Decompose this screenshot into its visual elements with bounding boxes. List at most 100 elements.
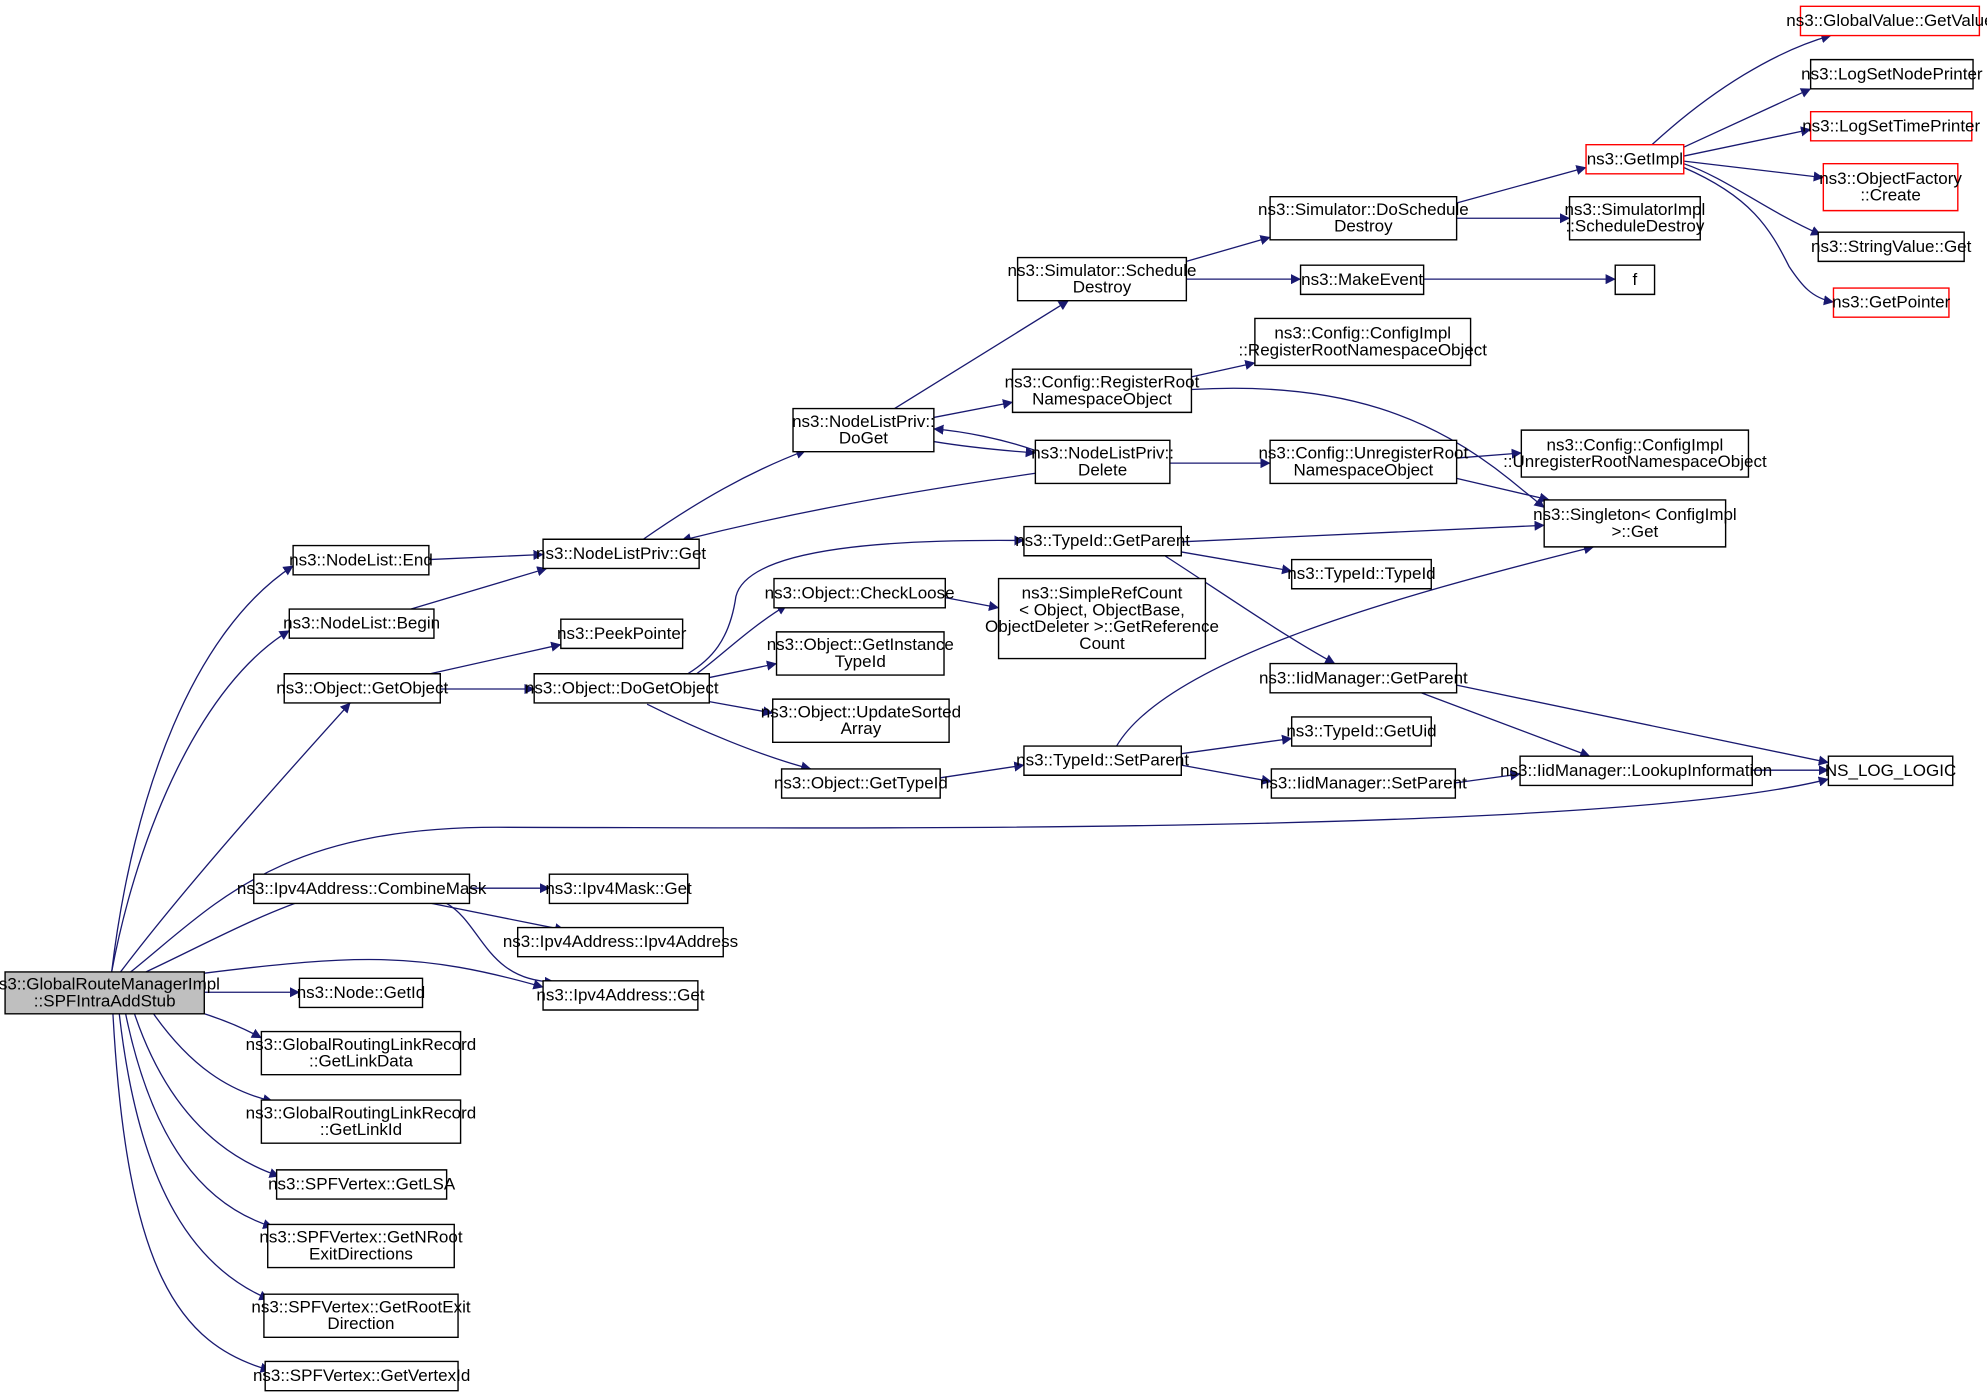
node-root[interactable]: ns3::GlobalRouteManagerImpl::SPFIntraAdd…: [0, 972, 220, 1014]
node-ipv4_get[interactable]: ns3::Ipv4Address::Get: [536, 981, 705, 1010]
node-box[interactable]: [261, 1032, 460, 1075]
node-spf_getvertexid[interactable]: ns3::SPFVertex::GetVertexId: [253, 1361, 470, 1390]
node-box[interactable]: [264, 1294, 458, 1337]
node-box[interactable]: [254, 874, 470, 903]
node-box[interactable]: [543, 539, 699, 568]
node-ipv4_combinemask[interactable]: ns3::Ipv4Address::CombineMask: [237, 874, 487, 903]
node-box[interactable]: [549, 874, 687, 903]
node-obj_gettypeid[interactable]: ns3::Object::GetTypeId: [774, 769, 948, 798]
node-logsetnodeprinter[interactable]: ns3::LogSetNodePrinter: [1801, 60, 1983, 89]
node-box[interactable]: [543, 981, 698, 1010]
node-singleton_get[interactable]: ns3::Singleton< ConfigImpl >::Get: [1533, 500, 1737, 547]
node-makeevent[interactable]: ns3::MakeEvent: [1301, 265, 1424, 294]
node-box[interactable]: [261, 1100, 460, 1143]
node-box[interactable]: [265, 1361, 458, 1390]
node-box[interactable]: [1013, 369, 1192, 412]
node-box[interactable]: [293, 546, 429, 575]
node-box[interactable]: [1024, 527, 1181, 556]
node-box[interactable]: [518, 928, 724, 957]
node-cfg_register[interactable]: ns3::Config::RegisterRootNamespaceObject: [1005, 369, 1200, 412]
node-box[interactable]: [1301, 265, 1424, 294]
node-box[interactable]: [1018, 258, 1187, 301]
node-box[interactable]: [1828, 756, 1952, 785]
node-box[interactable]: [1615, 265, 1654, 294]
node-nlp_doget[interactable]: ns3::NodeListPriv::DoGet: [792, 409, 935, 452]
node-box[interactable]: [999, 579, 1206, 659]
node-obj_checkloose[interactable]: ns3::Object::CheckLoose: [765, 579, 955, 608]
node-box[interactable]: [284, 674, 440, 703]
node-box[interactable]: [289, 609, 434, 638]
node-box[interactable]: [5, 972, 204, 1014]
node-sim_schedule[interactable]: ns3::Simulator::ScheduleDestroy: [1007, 258, 1196, 301]
node-box[interactable]: [1800, 6, 1979, 35]
node-box[interactable]: [1833, 288, 1948, 317]
node-box[interactable]: [534, 674, 709, 703]
node-box[interactable]: [1035, 440, 1169, 483]
node-box[interactable]: [1271, 769, 1455, 798]
node-box[interactable]: [1520, 756, 1752, 785]
node-box[interactable]: [774, 579, 945, 608]
node-ipv4_ctor[interactable]: ns3::Ipv4Address::Ipv4Address: [503, 928, 738, 957]
node-obj_dogetobject[interactable]: ns3::Object::DoGetObject: [525, 674, 719, 703]
node-stringvalue_get[interactable]: ns3::StringValue::Get: [1811, 232, 1972, 261]
node-typeid_getuid[interactable]: ns3::TypeId::GetUid: [1286, 717, 1437, 746]
node-box[interactable]: [1270, 664, 1457, 693]
node-simimpl_scheddestroy[interactable]: ns3::SimulatorImpl::ScheduleDestroy: [1565, 197, 1706, 240]
node-getpointer[interactable]: ns3::GetPointer: [1832, 288, 1951, 317]
node-spf_getlsa[interactable]: ns3::SPFVertex::GetLSA: [268, 1170, 456, 1199]
node-box[interactable]: [561, 619, 683, 648]
node-box[interactable]: [777, 632, 944, 675]
node-ns_log_logic[interactable]: NS_LOG_LOGIC: [1825, 756, 1956, 785]
node-cfg_unregister[interactable]: ns3::Config::UnregisterRootNamespaceObje…: [1258, 440, 1469, 483]
node-iid_lookup[interactable]: ns3::IidManager::LookupInformation: [1500, 756, 1772, 785]
node-obj_getobject[interactable]: ns3::Object::GetObject: [276, 674, 449, 703]
node-box[interactable]: [782, 769, 941, 798]
node-cfgimpl_register[interactable]: ns3::Config::ConfigImpl::RegisterRootNam…: [1238, 318, 1487, 365]
node-logsettimeprinter[interactable]: ns3::LogSetTimePrinter: [1802, 112, 1981, 141]
node-typeid_typeid[interactable]: ns3::TypeId::TypeId: [1287, 560, 1436, 589]
node-f[interactable]: f: [1615, 265, 1654, 294]
node-box[interactable]: [277, 1170, 447, 1199]
node-nl_end[interactable]: ns3::NodeList::End: [289, 546, 433, 575]
node-box[interactable]: [299, 978, 422, 1007]
node-box[interactable]: [1255, 318, 1471, 365]
node-glr_getlinkdata[interactable]: ns3::GlobalRoutingLinkRecord::GetLinkDat…: [246, 1032, 477, 1075]
node-box[interactable]: [1811, 60, 1973, 89]
node-nlp_get[interactable]: ns3::NodeListPriv::Get: [536, 539, 706, 568]
node-peekpointer[interactable]: ns3::PeekPointer: [557, 619, 687, 648]
node-iid_getparent[interactable]: ns3::IidManager::GetParent: [1259, 664, 1468, 693]
node-box[interactable]: [773, 699, 949, 742]
node-glr_getlinkid[interactable]: ns3::GlobalRoutingLinkRecord::GetLinkId: [246, 1100, 477, 1143]
node-getimpl[interactable]: ns3::GetImpl: [1586, 145, 1684, 174]
node-box[interactable]: [268, 1224, 455, 1267]
node-box[interactable]: [1270, 197, 1457, 240]
node-box[interactable]: [1292, 717, 1432, 746]
node-box[interactable]: [1811, 112, 1972, 141]
node-iid_setparent[interactable]: ns3::IidManager::SetParent: [1260, 769, 1467, 798]
node-box[interactable]: [1823, 164, 1957, 211]
node-ipv4mask_get[interactable]: ns3::Ipv4Mask::Get: [545, 874, 692, 903]
node-nl_begin[interactable]: ns3::NodeList::Begin: [283, 609, 440, 638]
node-box[interactable]: [1544, 500, 1725, 547]
node-simplerefcount[interactable]: ns3::SimpleRefCount< Object, ObjectBase,…: [985, 579, 1219, 659]
node-box[interactable]: [1270, 440, 1457, 483]
node-nlp_delete[interactable]: ns3::NodeListPriv::Delete: [1031, 440, 1174, 483]
node-box[interactable]: [793, 409, 934, 452]
node-box[interactable]: [1292, 560, 1432, 589]
node-box[interactable]: [1586, 145, 1684, 174]
node-box[interactable]: [1818, 232, 1964, 261]
node-objectfactory_create[interactable]: ns3::ObjectFactory::Create: [1819, 164, 1962, 211]
node-typeid_setparent[interactable]: ns3::TypeId::SetParent: [1016, 746, 1189, 775]
node-box[interactable]: [1024, 746, 1181, 775]
node-node_getid[interactable]: ns3::Node::GetId: [297, 978, 426, 1007]
node-globalvalue_getvalue[interactable]: ns3::GlobalValue::GetValue: [1786, 6, 1987, 35]
node-typeid_getparent[interactable]: ns3::TypeId::GetParent: [1015, 527, 1190, 556]
node-cfgimpl_unregister[interactable]: ns3::Config::ConfigImpl::UnregisterRootN…: [1503, 430, 1767, 477]
node-box[interactable]: [1570, 197, 1701, 240]
node-box[interactable]: [1521, 430, 1748, 477]
